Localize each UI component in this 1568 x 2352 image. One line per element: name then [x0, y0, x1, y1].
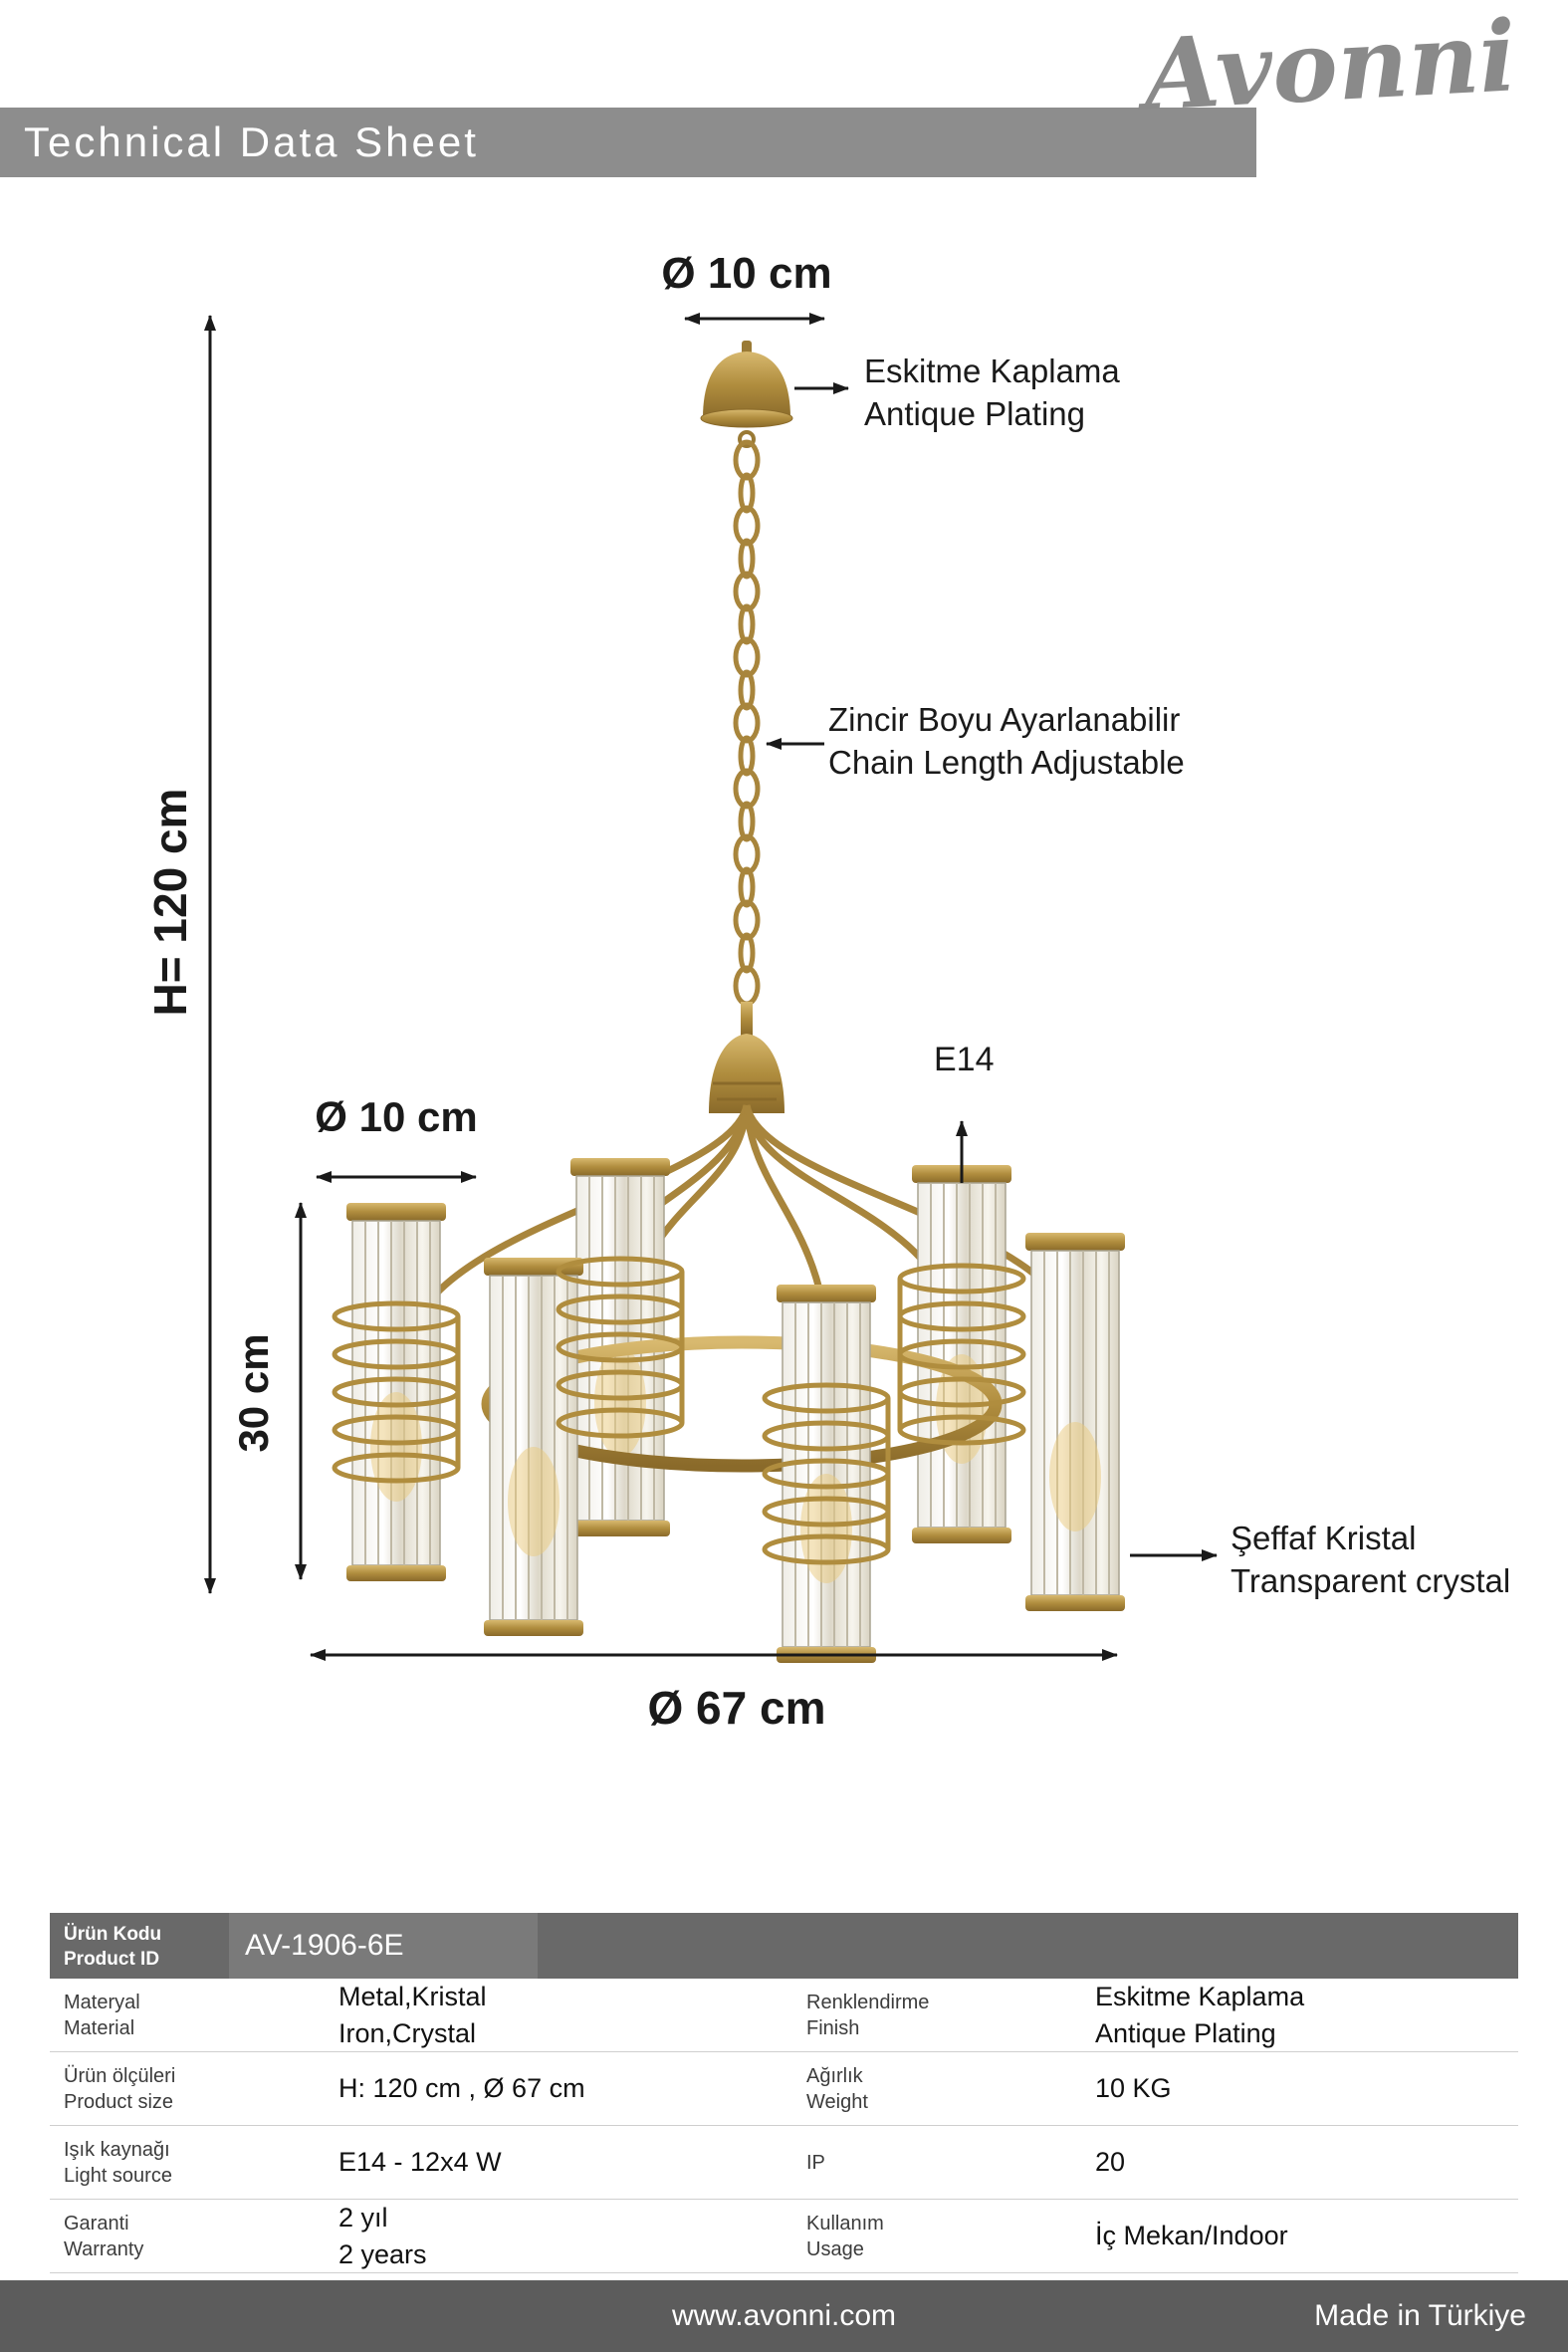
row-value-line1: 2 yıl: [338, 2203, 388, 2234]
chain: [733, 439, 761, 1007]
row-value-line2: Antique Plating: [1095, 2017, 1276, 2048]
row-label-tr: IP: [806, 2151, 825, 2174]
row-label-tr: Kullanım: [806, 2212, 884, 2234]
row-label-en: Weight: [806, 2090, 868, 2113]
row-value-line2: 2 years: [338, 2238, 427, 2269]
row-label: Işık kaynağı Light source: [50, 2137, 289, 2189]
dim-shade-height: 30 cm: [230, 1333, 277, 1453]
product-id-label: Ürün Kodu Product ID: [50, 1913, 229, 1979]
row-value-line2: Iron,Crystal: [338, 2017, 477, 2048]
hub: [709, 1002, 784, 1113]
row-label-en: Usage: [806, 2237, 864, 2260]
product-id-label-en: Product ID: [64, 1948, 160, 1970]
row-label-tr: Işık kaynağı: [64, 2138, 170, 2161]
page-title: Technical Data Sheet: [24, 118, 479, 165]
row-label-en: Product size: [64, 2090, 174, 2113]
row-value: İç Mekan/Indoor: [1095, 2218, 1518, 2253]
row-label-tr: Ürün ölçüleri: [64, 2064, 176, 2087]
row-value-line1: H: 120 cm , Ø 67 cm: [338, 2073, 585, 2104]
footer-made-in: Made in Türkiye: [1314, 2299, 1526, 2332]
dim-canopy-diameter: Ø 10 cm: [661, 249, 832, 298]
label-transparent-crystal-tr: Şeffaf Kristal: [1231, 1520, 1417, 1556]
row-label-en: Light source: [64, 2164, 172, 2187]
row-value: 20: [1095, 2144, 1518, 2180]
crystal-shade: [776, 1284, 877, 1664]
label-chain-adjustable: Zincir Boyu Ayarlanabilir Chain Length A…: [828, 699, 1185, 785]
dimension-lines: [204, 313, 1218, 1661]
row-label-en: Material: [64, 2016, 135, 2039]
row-value: Eskitme Kaplama Antique Plating: [1095, 1979, 1518, 2051]
row-label-tr: Garanti: [64, 2212, 129, 2234]
dim-shade-diameter: Ø 10 cm: [315, 1093, 478, 1140]
header-filler: [538, 1913, 1518, 1979]
row-value-line1: 20: [1095, 2147, 1126, 2178]
row-value: 2 yıl 2 years: [289, 2200, 806, 2272]
row-label: Ağırlık Weight: [806, 2063, 1095, 2115]
table-row: Materyal Material Metal,Kristal Iron,Cry…: [50, 1979, 1518, 2052]
label-chain-adjustable-en: Chain Length Adjustable: [828, 743, 1185, 781]
row-value: E14 - 12x4 W: [289, 2144, 806, 2180]
row-value: Metal,Kristal Iron,Crystal: [289, 1979, 806, 2051]
crystal-shade: [345, 1202, 447, 1582]
row-value-line1: 10 KG: [1095, 2073, 1172, 2104]
header-bar: Technical Data Sheet: [0, 108, 1256, 177]
table-row: Ürün ölçüleri Product size H: 120 cm , Ø…: [50, 2052, 1518, 2126]
table-header-row: Ürün Kodu Product ID AV-1906-6E: [50, 1913, 1518, 1979]
row-value: H: 120 cm , Ø 67 cm: [289, 2070, 806, 2106]
dim-total-height: H= 120 cm: [144, 788, 196, 1017]
footer-bar: www.avonni.com Made in Türkiye: [0, 2280, 1568, 2352]
footer-website: www.avonni.com: [671, 2299, 897, 2332]
table-row: Garanti Warranty 2 yıl 2 years Kullanım …: [50, 2200, 1518, 2273]
label-antique-plating-tr: Eskitme Kaplama: [864, 353, 1120, 389]
row-label-tr: Ağırlık: [806, 2064, 863, 2087]
row-label: Materyal Material: [50, 1990, 289, 2041]
row-label: Kullanım Usage: [806, 2211, 1095, 2262]
chandelier-diagram: [204, 313, 1218, 1664]
brand-logo: Avonni: [1141, 0, 1519, 133]
row-value-line1: Eskitme Kaplama: [1095, 1982, 1305, 2012]
crystal-shade: [1024, 1232, 1126, 1612]
row-label: IP: [806, 2150, 1095, 2176]
row-label-tr: Materyal: [64, 1991, 140, 2013]
row-label: Renklendirme Finish: [806, 1990, 1095, 2041]
row-value-line1: İç Mekan/Indoor: [1095, 2221, 1288, 2251]
canopy: [700, 341, 793, 448]
label-socket-e14: E14: [934, 1041, 995, 1078]
dim-total-diameter: Ø 67 cm: [647, 1682, 826, 1734]
row-label-tr: Renklendirme: [806, 1991, 930, 2013]
table-row: Işık kaynağı Light source E14 - 12x4 W I…: [50, 2126, 1518, 2200]
row-value: 10 KG: [1095, 2070, 1518, 2106]
label-antique-plating: Eskitme Kaplama Antique Plating: [864, 351, 1120, 436]
row-label-en: Warranty: [64, 2237, 144, 2260]
label-chain-adjustable-tr: Zincir Boyu Ayarlanabilir: [828, 701, 1181, 738]
label-transparent-crystal-en: Transparent crystal: [1231, 1561, 1511, 1599]
label-antique-plating-en: Antique Plating: [864, 394, 1085, 432]
row-label-en: Finish: [806, 2016, 860, 2039]
row-label: Ürün ölçüleri Product size: [50, 2063, 289, 2115]
product-id-label-tr: Ürün Kodu: [64, 1924, 162, 1945]
crystal-shade: [911, 1164, 1012, 1544]
spec-table: Ürün Kodu Product ID AV-1906-6E Materyal…: [50, 1913, 1518, 2273]
row-value-line1: Metal,Kristal: [338, 1982, 487, 2012]
wire-cages: [332, 1256, 1026, 1565]
row-value-line1: E14 - 12x4 W: [338, 2147, 502, 2178]
label-transparent-crystal: Şeffaf Kristal Transparent crystal: [1231, 1518, 1510, 1603]
product-id-value: AV-1906-6E: [229, 1913, 538, 1979]
row-label: Garanti Warranty: [50, 2211, 289, 2262]
